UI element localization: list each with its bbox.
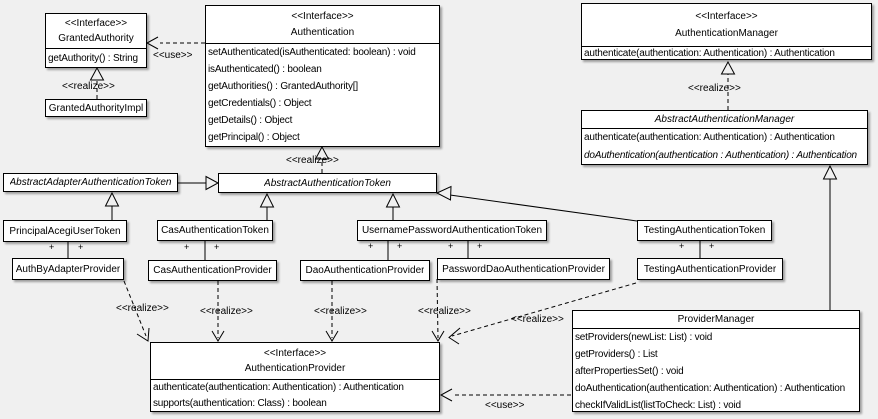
class-name: AbstractAdapterAuthenticationToken <box>9 177 172 188</box>
method: getProviders() : List <box>575 349 658 360</box>
realize-label: <<realize>> <box>511 314 564 325</box>
association-plus: + <box>448 241 454 251</box>
class-testing-authentication-token[interactable]: TestingAuthenticationToken <box>637 220 772 241</box>
class-abstract-adapter-authentication-token[interactable]: AbstractAdapterAuthenticationToken <box>3 173 178 192</box>
class-name: AuthByAdapterProvider <box>15 263 121 275</box>
method: doAuthentication(authentication : Authen… <box>584 150 857 161</box>
class-name: AbstractAuthenticationManager <box>654 114 795 125</box>
realize-label: <<realize>> <box>688 83 741 94</box>
class-name: TestingAuthenticationToken <box>643 225 766 236</box>
class-granted-authority-impl[interactable]: GrantedAuthorityImpl <box>45 99 147 117</box>
class-name: UsernamePasswordAuthenticationToken <box>361 225 543 236</box>
use-label: <<use>> <box>153 50 193 61</box>
class-principal-acegi-user-token[interactable]: PrincipalAcegiUserToken <box>3 220 127 242</box>
method: getPrincipal() : Object <box>208 132 300 143</box>
method: doAuthentication(authentication: Authent… <box>575 383 845 394</box>
method: getCredentials() : Object <box>208 98 312 109</box>
edge-testing-token-extends-abstract-token <box>435 185 638 222</box>
class-cas-authentication-provider[interactable]: CasAuthenticationProvider <box>148 260 277 281</box>
method: setProviders(newList: List) : void <box>575 332 713 343</box>
method: supports(authentication: Class) : boolea… <box>153 398 327 409</box>
association-plus: + <box>214 242 220 252</box>
association-plus: + <box>679 241 685 251</box>
stereotype: <<Interface>> <box>64 18 128 29</box>
class-name: AuthenticationManager <box>675 28 778 40</box>
class-name: Authentication <box>290 27 355 38</box>
class-provider-manager[interactable]: ProviderManager setProviders(newList: Li… <box>572 310 860 412</box>
class-name: GrantedAuthorityImpl <box>48 102 144 114</box>
realize-label: <<realize>> <box>200 306 253 317</box>
class-name: CasAuthenticationProvider <box>153 265 272 276</box>
stereotype: <<Interface>> <box>291 11 354 22</box>
edge-userpass-token-extends-abstract-token <box>385 192 401 220</box>
class-dao-authentication-provider[interactable]: DaoAuthenticationProvider <box>300 260 430 281</box>
edge-authentication-uses-granted-authority <box>145 36 205 50</box>
class-name: CasAuthenticationToken <box>161 225 269 236</box>
class-name: AuthenticationProvider <box>244 363 346 375</box>
class-testing-authentication-provider[interactable]: TestingAuthenticationProvider <box>637 258 783 280</box>
edge-provider-manager-extends-abstract-manager <box>822 164 838 310</box>
class-authentication-manager[interactable]: <<Interface>> AuthenticationManager auth… <box>581 3 872 60</box>
class-abstract-authentication-manager[interactable]: AbstractAuthenticationManager authentica… <box>581 110 868 165</box>
method: getDetails() : Object <box>208 115 293 126</box>
association-plus: + <box>477 241 483 251</box>
method: authenticate(authentication: Authenticat… <box>584 48 835 59</box>
class-name: DaoAuthenticationProvider <box>305 265 425 276</box>
method: checkIfValidList(listToCheck: List) : vo… <box>575 400 741 411</box>
method: getAuthority() : String <box>48 53 138 64</box>
class-password-dao-authentication-provider[interactable]: PasswordDaoAuthenticationProvider <box>437 258 610 280</box>
class-auth-by-adapter-provider[interactable]: AuthByAdapterProvider <box>12 258 124 280</box>
method: isAuthenticated() : boolean <box>208 64 322 75</box>
class-cas-authentication-token[interactable]: CasAuthenticationToken <box>157 220 273 241</box>
realize-label: <<realize>> <box>116 303 169 314</box>
edge-cas-token-extends-abstract-token <box>259 192 275 220</box>
method: afterPropertiesSet() : void <box>575 366 684 377</box>
association-plus: + <box>184 242 190 252</box>
association-plus: + <box>49 242 55 252</box>
class-name: PasswordDaoAuthenticationProvider <box>442 263 605 275</box>
class-name: AbstractAuthenticationToken <box>264 177 391 189</box>
association-plus: + <box>368 241 374 251</box>
class-authentication-provider[interactable]: <<Interface>> AuthenticationProvider aut… <box>150 342 440 412</box>
association-plus: + <box>709 241 715 251</box>
class-name: PrincipalAcegiUserToken <box>9 225 121 237</box>
edge-principal-token-extends-adapter-token <box>104 191 120 220</box>
realize-label: <<realize>> <box>62 81 115 92</box>
association-plus: + <box>78 242 84 252</box>
class-name: ProviderManager <box>677 314 755 325</box>
realize-label: <<realize>> <box>314 306 367 317</box>
realize-label: <<realize>> <box>418 306 471 317</box>
method: authenticate(authentication: Authenticat… <box>584 132 835 143</box>
method: setAuthenticated(isAuthenticated: boolea… <box>208 47 416 58</box>
realize-label: <<realize>> <box>286 155 339 166</box>
class-authentication[interactable]: <<Interface>> Authentication setAuthenti… <box>205 5 440 147</box>
edge-adapter-token-extends-abstract-token <box>178 175 220 191</box>
class-name: GrantedAuthority <box>58 33 134 44</box>
method: getAuthorities() : GrantedAuthority[] <box>208 81 358 92</box>
class-abstract-authentication-token[interactable]: AbstractAuthenticationToken <box>218 173 437 193</box>
method: authenticate(authentication: Authenticat… <box>153 382 404 393</box>
class-granted-authority[interactable]: <<Interface>> GrantedAuthority getAuthor… <box>45 13 147 68</box>
class-name: TestingAuthenticationProvider <box>643 263 777 275</box>
association-plus: + <box>397 241 403 251</box>
class-username-password-authentication-token[interactable]: UsernamePasswordAuthenticationToken <box>357 220 547 241</box>
use-label: <<use>> <box>485 400 525 411</box>
stereotype: <<Interface>> <box>263 347 327 359</box>
stereotype: <<Interface>> <box>695 10 758 22</box>
